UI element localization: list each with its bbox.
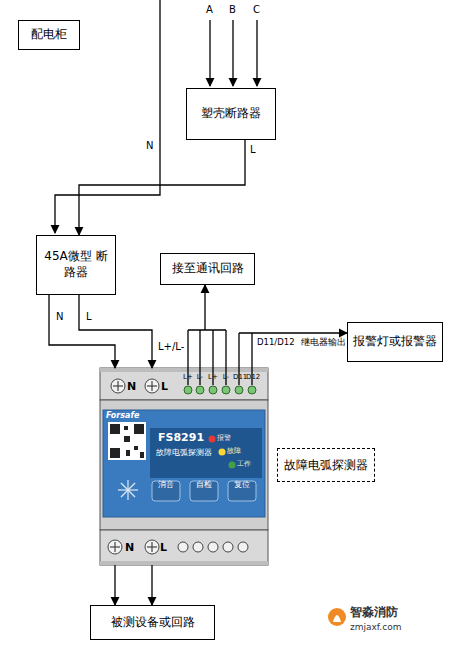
breaker-box: 45A微型 断路器 [36, 235, 116, 295]
box-text: 故障电弧探测器 [284, 457, 368, 474]
device-text: 工作 [237, 461, 251, 468]
breaker-box: 塑壳断路器 [186, 88, 276, 140]
wire-name: B [229, 4, 236, 15]
box-text: 塑壳断路器 [201, 106, 261, 122]
alarm-box: 报警灯或报警器 [347, 322, 443, 362]
cabinet-box: 配电柜 [18, 20, 80, 50]
detector-device: ForsafeFS8291故障电弧探测器报警故障工作消音自检复位NLL+L-L+… [100, 368, 268, 565]
device-text: N [125, 542, 134, 553]
box-text: 45A微型 断路器 [42, 249, 110, 280]
comm-box: 接至通讯回路 [160, 253, 255, 285]
device-text: 报警 [217, 435, 231, 442]
box-text: 报警灯或报警器 [353, 334, 437, 350]
wire-name: A [206, 4, 213, 15]
wire-connector [151, 565, 152, 605]
device-text: 复位 [228, 481, 256, 489]
wire-connector [79, 140, 245, 235]
callout-box: 故障电弧探测器 [277, 448, 375, 482]
watermark: zmjaxf.com [350, 623, 401, 633]
box-text: 被测设备或回路 [111, 615, 195, 631]
wire-connector [49, 295, 115, 368]
watermark-logo [328, 608, 346, 626]
device-text: D12 [246, 374, 258, 381]
device-text: 故障电弧探测器 [156, 449, 212, 457]
box-text: 配电柜 [31, 27, 67, 43]
signal-name: 继电器输出 [301, 338, 346, 347]
wire-connector [188, 285, 226, 385]
device-text: L+ [182, 374, 194, 381]
load-box: 被测设备或回路 [90, 605, 215, 640]
watermark: 智淼消防 [350, 606, 398, 619]
wire-name: N [146, 140, 153, 151]
device-text: L [160, 542, 167, 553]
wire-label: L [249, 144, 257, 155]
wire-label: L+/L- [157, 341, 185, 352]
wire-label: L [85, 311, 93, 322]
device-text: L- [220, 374, 232, 381]
wire-connector [239, 333, 347, 385]
device-text: Forsafe [106, 412, 139, 420]
wire-label: N [55, 311, 64, 322]
wire-label: D11/D12 [256, 338, 296, 347]
device-text: 消音 [152, 481, 180, 489]
device-text: 自检 [190, 481, 218, 489]
detector-housing [100, 368, 268, 565]
device-text: N [127, 381, 136, 392]
device-text: FS8291 [158, 432, 204, 443]
wire-connector [79, 295, 152, 368]
wire-name: C [253, 4, 260, 15]
wire-connector [114, 565, 115, 605]
device-text: D11 [233, 374, 245, 381]
device-text: 故障 [227, 448, 241, 455]
device-text: L [161, 381, 168, 392]
device-text: L+ [207, 374, 219, 381]
box-text: 接至通讯回路 [172, 261, 244, 277]
device-text: L- [194, 374, 206, 381]
